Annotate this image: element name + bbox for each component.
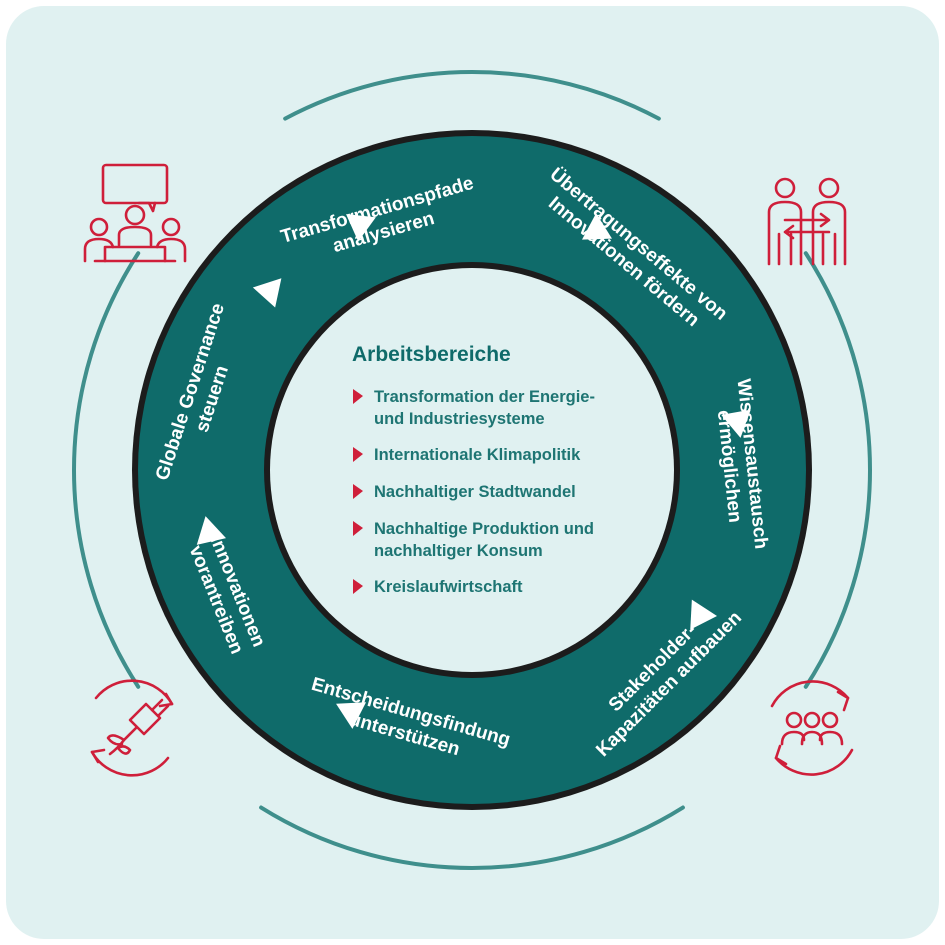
direction-arrow	[721, 409, 751, 438]
wheel-center-disc	[270, 268, 674, 672]
group-cycle-icon	[770, 680, 854, 776]
red-bullet-icon	[353, 521, 363, 536]
center-list-item: Nachhaltiger Stadtwandel	[353, 483, 576, 501]
center-list-item-line: Kreislaufwirtschaft	[374, 578, 523, 596]
direction-arrow	[196, 516, 227, 545]
meeting-icon	[83, 163, 187, 263]
red-bullet-icon	[353, 579, 363, 594]
center-list-item: Nachhaltige Produktion und nachhaltiger K…	[353, 520, 594, 560]
red-bullet-icon	[353, 484, 363, 499]
center-list-item-line: nachhaltiger Konsum	[374, 542, 543, 560]
center-list-item: Kreislaufwirtschaft	[353, 578, 523, 596]
center-list-item: Internationale Klimapolitik	[353, 446, 581, 464]
outer-ring-arc	[72, 251, 141, 689]
center-content: Arbeitsbereiche Transformation der Energ…	[352, 343, 595, 596]
center-list: Transformation der Energie-und Industrie…	[353, 388, 595, 596]
outer-ring	[72, 70, 872, 870]
direction-arrow	[336, 702, 367, 729]
center-list-item-line: Internationale Klimapolitik	[374, 446, 581, 464]
red-bullet-icon	[353, 389, 363, 404]
center-list-item-line: Transformation der Energie-	[374, 388, 595, 406]
direction-arrow	[346, 214, 376, 242]
plug-cycle-icon	[90, 679, 174, 777]
red-bullet-icon	[353, 447, 363, 462]
center-title: Arbeitsbereiche	[352, 343, 511, 366]
outer-ring-arc	[283, 70, 661, 121]
outer-ring-arc	[803, 251, 872, 689]
exchange-people-icon	[767, 177, 847, 266]
center-list-item: Transformation der Energie-und Industrie…	[353, 388, 595, 428]
direction-arrow	[252, 278, 282, 308]
direction-arrow	[690, 599, 718, 630]
direction-arrow	[582, 213, 613, 240]
outer-ring-arc	[259, 805, 685, 870]
center-list-item-line: und Industriesysteme	[374, 410, 545, 428]
center-list-item-line: Nachhaltige Produktion und	[374, 520, 594, 538]
ring-arrows	[196, 213, 751, 729]
center-list-item-line: Nachhaltiger Stadtwandel	[374, 483, 576, 501]
